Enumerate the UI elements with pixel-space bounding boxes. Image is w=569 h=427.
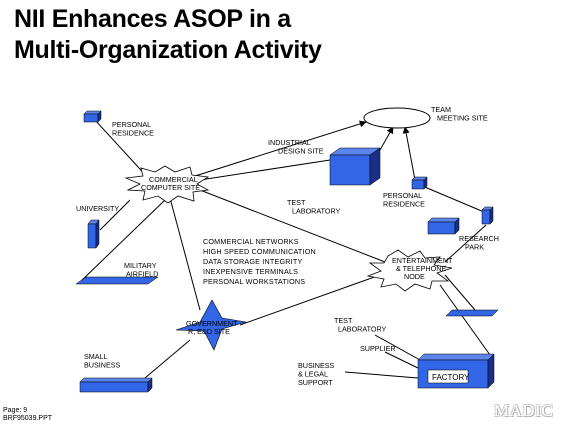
link-test-lab-to-factory xyxy=(374,334,421,361)
research-park-building-icon xyxy=(427,217,460,235)
label-entertainment-node: ENTERTAINMENT & TELEPHONE NODE xyxy=(392,256,454,281)
label-research-park: RESEARCH PARK xyxy=(459,234,501,252)
link-computer-site-to-entertainment-node xyxy=(199,189,386,263)
slide-title-line-1: NII Enhances ASOP in a xyxy=(14,5,291,33)
label-factory: FACTORY xyxy=(432,373,470,382)
label-government-site: GOVERNMENT R, E&D SITE xyxy=(186,319,239,336)
slide-footer: Page: 9 BRF95039.PPT xyxy=(3,407,52,423)
label-team-meeting-site: TEAM MEETING SITE xyxy=(431,105,488,123)
link-computer-site-to-team-meeting xyxy=(194,120,367,177)
label-small-business: SMALL BUSINESS xyxy=(84,352,121,370)
commercial-computer-site-burst-icon xyxy=(124,165,210,204)
military-airfield-plate-icon xyxy=(75,276,159,285)
factory-box-icon xyxy=(417,353,495,389)
network-feature-item: INEXPENSIVE TERMINALS xyxy=(203,267,298,276)
university-tower-icon xyxy=(87,219,100,249)
link-government-to-small-business xyxy=(144,339,191,379)
label-personal-residence-2: PERSONAL RESIDENCE xyxy=(383,191,425,209)
label-industrial-design-site: INDUSTRIAL DESIGN SITE xyxy=(268,138,324,156)
node-labels: TEAM MEETING SITE PERSONAL RESIDENCE IND… xyxy=(76,105,501,387)
industrial-design-site-box-icon xyxy=(329,147,381,186)
link-entertainment-to-government xyxy=(239,274,381,326)
network-features-list: COMMERCIAL NETWORKS HIGH SPEED COMMUNICA… xyxy=(203,237,316,286)
entertainment-telephone-node-burst-icon xyxy=(366,249,453,292)
label-supplier: SUPPLIER xyxy=(360,344,396,353)
link-residence-to-research-park xyxy=(419,184,485,213)
link-residence-to-computer-site xyxy=(94,119,151,181)
slide-title-line-2: Multi-Organization Activity xyxy=(14,36,322,64)
research-park-tower-icon xyxy=(481,206,494,225)
link-residence-to-team-meeting xyxy=(402,126,416,181)
link-industrial-design-to-team-meeting xyxy=(379,126,394,151)
link-computer-site-to-government xyxy=(169,197,201,311)
label-test-laboratory-1: TEST LABORATORY xyxy=(287,198,341,216)
label-commercial-computer-site: COMMERCIAL COMPUTER SITE xyxy=(141,175,200,192)
slide-title: NII Enhances ASOP in a Multi-Organizatio… xyxy=(14,4,322,66)
personal-residence-cube-icon xyxy=(411,176,428,190)
link-entertainment-to-research-park-plate xyxy=(444,274,476,311)
link-computer-site-to-military-airfield xyxy=(79,199,166,283)
small-business-slab-icon xyxy=(79,377,153,393)
label-university: UNIVERSITY xyxy=(76,204,119,213)
network-feature-item: HIGH SPEED COMMUNICATION xyxy=(203,247,316,256)
link-supplier-to-factory xyxy=(384,351,419,369)
label-military-airfield: MILITARY AIRFIELD xyxy=(124,261,158,279)
link-computer-site-to-industrial-design xyxy=(199,159,331,181)
connection-lines xyxy=(79,119,491,379)
government-site-star-icon xyxy=(175,299,247,351)
label-test-laboratory-2: TEST LABORATORY xyxy=(334,316,387,334)
file-name: BRF95039.PPT xyxy=(3,415,53,422)
label-personal-residence-1: PERSONAL RESIDENCE xyxy=(112,120,154,138)
label-business-legal-support: BUSINESS & LEGAL SUPPORT xyxy=(298,361,336,387)
page-number: Page: 9 xyxy=(3,407,28,414)
entertainment-plate-icon xyxy=(445,309,499,317)
personal-residence-block-icon xyxy=(83,110,102,123)
link-entertainment-to-factory xyxy=(439,284,491,356)
link-research-park-to-entertainment xyxy=(444,224,487,263)
team-meeting-ellipse xyxy=(363,107,431,129)
network-feature-item: PERSONAL WORKSTATIONS xyxy=(203,277,305,286)
madic-watermark: MADIC xyxy=(494,401,554,420)
network-feature-item: DATA STORAGE INTEGRITY xyxy=(203,257,302,266)
link-legal-to-factory xyxy=(344,371,419,379)
link-computer-site-to-university xyxy=(99,199,131,231)
network-feature-item: COMMERCIAL NETWORKS xyxy=(203,237,299,246)
